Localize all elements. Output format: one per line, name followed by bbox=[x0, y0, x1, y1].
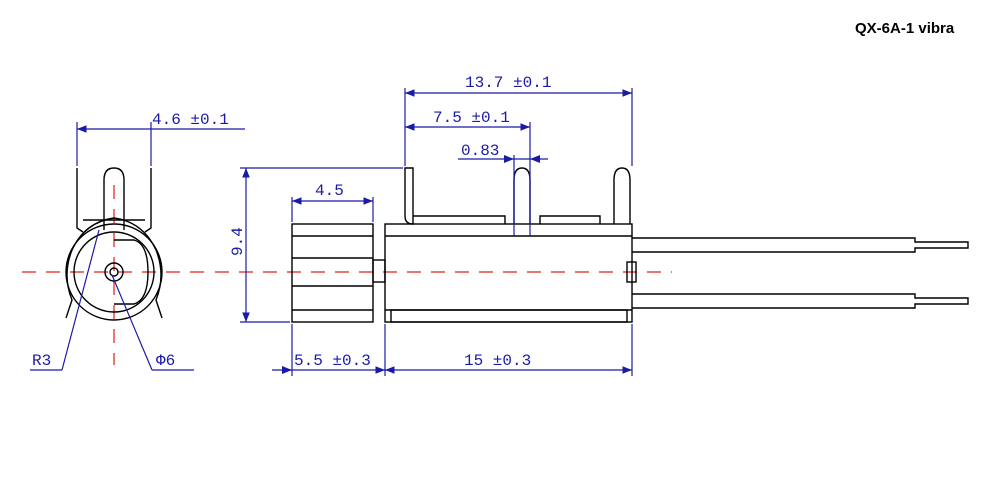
diameter-leader bbox=[111, 274, 153, 371]
front-center-pin bbox=[103, 167, 125, 230]
weight-length-label: 5.5 ±0.3 bbox=[294, 352, 371, 370]
side-right-terminal bbox=[613, 167, 631, 224]
height-label: 9.4 bbox=[229, 227, 247, 256]
body-length-label: 15 ±0.3 bbox=[464, 352, 531, 370]
shaft-inner bbox=[109, 267, 119, 277]
radius-leader bbox=[61, 229, 100, 371]
radius-label: R3 bbox=[32, 352, 51, 370]
side-left-terminal bbox=[404, 167, 414, 225]
side-view: 13.7 ±0.1 7.5 ±0.1 0.83 9.4 4.5 5.5 ±0.3… bbox=[215, 74, 969, 376]
terminal-width-arrow-left bbox=[504, 155, 514, 163]
front-left-pin bbox=[76, 168, 84, 233]
front-right-pin bbox=[144, 168, 152, 233]
weight-width-label: 4.5 bbox=[315, 182, 344, 200]
front-bracket bbox=[65, 217, 163, 319]
lead-wire-top bbox=[632, 237, 969, 253]
side-shaft bbox=[372, 259, 386, 283]
side-bottom-bracket bbox=[390, 309, 628, 323]
lead-wire-bottom bbox=[632, 293, 969, 309]
weight-length-arrow-left bbox=[282, 366, 292, 374]
overall-length-label: 13.7 ±0.1 bbox=[465, 74, 551, 92]
front-width-label: 4.6 ±0.1 bbox=[152, 111, 229, 129]
eccentric-weight bbox=[114, 239, 149, 305]
side-eccentric-weight bbox=[291, 223, 374, 323]
side-motor-body bbox=[384, 223, 633, 323]
diameter-label: Φ6 bbox=[156, 352, 175, 370]
front-inner-circle bbox=[73, 231, 155, 313]
terminal-width-arrow-right bbox=[530, 155, 540, 163]
side-top-tab-right bbox=[539, 215, 601, 224]
side-end-cap bbox=[626, 261, 637, 283]
side-top-tab-left bbox=[413, 215, 506, 224]
front-view: 4.6 ±0.1 R3 Φ6 bbox=[22, 111, 245, 371]
drawing-title: QX-6A-1 vibra bbox=[855, 20, 955, 37]
terminal-width-label: 0.83 bbox=[461, 142, 499, 160]
front-motor-circle bbox=[65, 223, 163, 321]
terminal-spacing-label: 7.5 ±0.1 bbox=[433, 109, 510, 127]
side-middle-terminal bbox=[513, 167, 531, 224]
